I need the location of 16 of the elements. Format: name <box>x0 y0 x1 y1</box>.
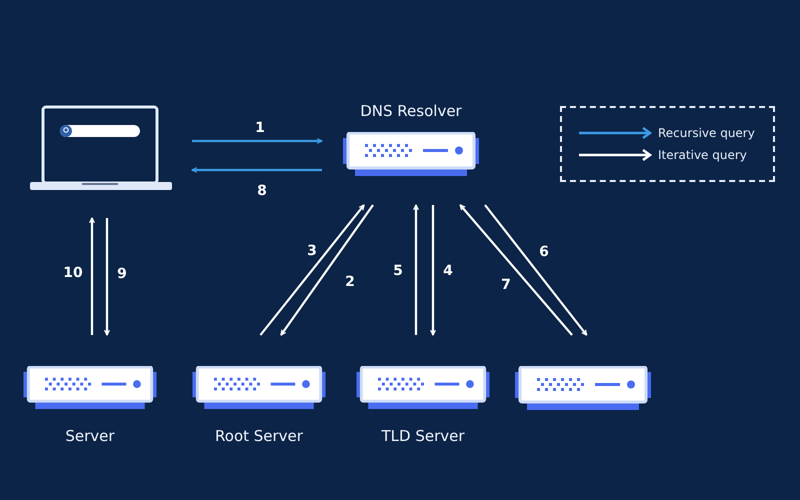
arrow <box>104 218 110 336</box>
legend-label: Recursive query <box>658 126 755 140</box>
node-label: Root Server <box>215 427 303 445</box>
arrow <box>484 204 588 336</box>
node-label: Server <box>65 427 115 445</box>
arrow <box>459 204 573 336</box>
arrow <box>413 204 419 335</box>
arrow <box>260 204 365 336</box>
arrow <box>430 205 436 336</box>
arrow <box>191 167 322 173</box>
arrow <box>280 204 374 336</box>
arrow <box>192 138 323 144</box>
arrow <box>89 217 95 335</box>
node-label: DNS Resolver <box>360 102 462 120</box>
legend-label: Iterative query <box>658 148 747 162</box>
node-label: TLD Server <box>381 427 465 445</box>
